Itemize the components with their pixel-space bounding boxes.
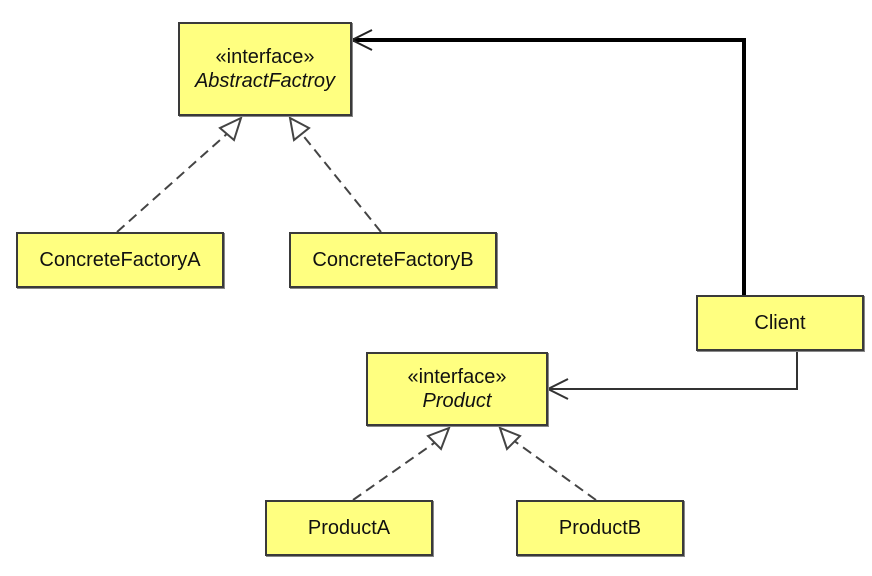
product-class[interactable]: «interface» Product [366,352,548,426]
product-b-name: ProductB [558,517,642,539]
product-a-class[interactable]: ProductA [265,500,433,556]
client-class[interactable]: Client [696,295,864,351]
pb-realization-arrowhead [498,426,522,451]
pa-realization-line [352,440,438,501]
abstract-factory-class[interactable]: «interface» AbstractFactroy [178,22,352,116]
pa-realization-arrowhead [426,426,451,451]
pb-realization-line [512,439,597,501]
client-to-product-arrowhead [545,378,569,400]
concrete-factory-b-name: ConcreteFactoryB [312,249,474,271]
client-to-abstractfactory-line [352,38,746,295]
product-name: Product [422,390,492,412]
concrete-factory-a-class[interactable]: ConcreteFactoryA [16,232,224,288]
cfb-realization-arrowhead [288,116,311,142]
product-stereotype: «interface» [407,366,507,388]
client-to-abstractfactory-arrowhead [349,29,373,51]
client-to-product-line [548,351,798,390]
product-b-class[interactable]: ProductB [516,500,684,556]
concrete-factory-b-class[interactable]: ConcreteFactoryB [289,232,497,288]
cfb-realization-line [300,132,382,233]
concrete-factory-a-name: ConcreteFactoryA [39,249,201,271]
abstract-factory-name: AbstractFactroy [194,70,336,92]
cfa-realization-arrowhead [218,116,243,142]
client-name: Client [754,312,806,334]
cfa-realization-line [116,131,230,233]
product-a-name: ProductA [307,517,391,539]
abstract-factory-stereotype: «interface» [215,46,315,68]
